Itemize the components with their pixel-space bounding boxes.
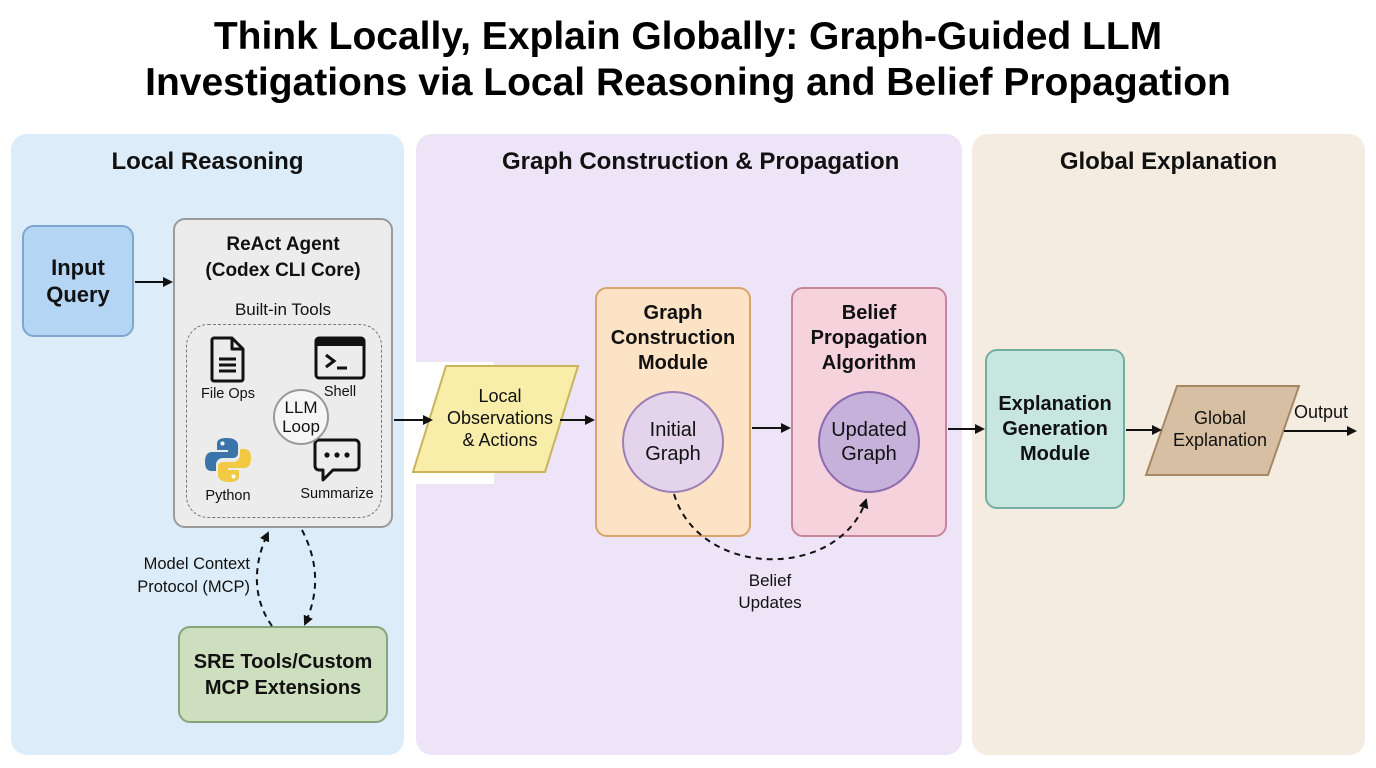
local-observations-shape <box>411 365 580 473</box>
global-explanation-label: Global Explanation <box>1150 407 1290 451</box>
graph-construction-module: Graph Construction Module Initial Graph <box>595 287 751 537</box>
input-query-box: Input Query <box>22 225 134 337</box>
graph-module-line-2: Construction <box>610 327 736 349</box>
tool-summarize-label: Summarize <box>300 486 374 502</box>
global-explanation-line-1: Global <box>1193 408 1247 428</box>
initial-graph-line-1: Initial <box>649 419 697 441</box>
updated-graph-line-2: Graph <box>841 443 897 465</box>
local-observations-line-1: Local <box>478 386 522 406</box>
input-query-line-1: Input <box>51 255 105 280</box>
tool-shell: Shell <box>305 335 375 400</box>
terminal-icon <box>314 336 366 380</box>
arrow-mcp-down <box>301 529 317 626</box>
belief-updates-line-2: Updates <box>738 593 802 612</box>
file-document-icon <box>210 336 245 383</box>
explanation-generation-module: Explanation Generation Module <box>985 349 1125 509</box>
tool-file-ops-label: File Ops <box>201 386 255 402</box>
mcp-label-line-2: Protocol (MCP) <box>137 578 250 596</box>
explain-module-line-1: Explanation <box>998 392 1112 415</box>
local-observations-line-3: & Actions <box>462 430 538 450</box>
builtin-tools-group: File Ops Shell Python <box>186 324 382 518</box>
builtin-tools-label: Built-in Tools <box>234 300 332 319</box>
tool-python: Python <box>193 435 263 504</box>
sre-tools-box: SRE Tools/Custom MCP Extensions <box>178 626 388 723</box>
title-line-1: Think Locally, Explain Globally: Graph-G… <box>213 15 1163 58</box>
llm-loop-line-1: LLM <box>284 398 318 417</box>
explain-module-line-2: Generation <box>1002 417 1108 440</box>
local-observations-line-2: Observations <box>446 408 554 428</box>
belief-updates-line-1: Belief <box>748 571 792 590</box>
graph-module-title: Graph Construction Module <box>597 301 749 376</box>
local-reasoning-title: Local Reasoning <box>111 148 304 175</box>
react-agent-title: ReAct Agent (Codex CLI Core) <box>175 232 391 284</box>
mcp-label-line-1: Model Context <box>143 555 250 573</box>
tool-shell-label: Shell <box>323 384 357 400</box>
belief-updates-label: Belief Updates <box>720 570 820 614</box>
mcp-label: Model Context Protocol (MCP) <box>100 553 250 599</box>
global-explanation-shape <box>1144 385 1301 476</box>
graph-module-line-1: Graph <box>643 302 703 324</box>
belief-module-line-2: Propagation <box>810 327 928 349</box>
sre-tools-line-1: SRE Tools/Custom <box>193 650 373 673</box>
belief-module-title: Belief Propagation Algorithm <box>793 301 945 376</box>
arrow-belief-updates <box>673 493 869 561</box>
arrow-mcp-up <box>255 531 273 627</box>
python-logo-icon <box>205 438 251 482</box>
output-label: Output <box>1294 402 1349 422</box>
title-line-2: Investigations via Local Reasoning and B… <box>145 61 1231 104</box>
graph-construction-title: Graph Construction & Propagation <box>502 148 900 175</box>
react-agent-line-2: (Codex CLI Core) <box>205 260 361 281</box>
global-explanation-title: Global Explanation <box>1059 148 1278 175</box>
updated-graph-line-1: Updated <box>831 419 907 441</box>
global-explanation-line-2: Explanation <box>1172 430 1268 450</box>
tool-file-ops: File Ops <box>193 335 263 402</box>
tool-python-label: Python <box>205 488 251 504</box>
llm-loop-line-2: Loop <box>282 417 320 436</box>
updated-graph-node: Updated Graph <box>818 391 920 493</box>
belief-propagation-module: Belief Propagation Algorithm Updated Gra… <box>791 287 947 537</box>
react-agent-box: ReAct Agent (Codex CLI Core) Built-in To… <box>173 218 393 528</box>
tool-summarize: Summarize <box>289 437 385 502</box>
sre-tools-line-2: MCP Extensions <box>204 676 362 699</box>
diagram-title: Think Locally, Explain Globally: Graph-G… <box>0 14 1376 106</box>
input-query-line-2: Query <box>46 282 110 307</box>
initial-graph-line-2: Graph <box>645 443 701 465</box>
local-observations-label: Local Observations & Actions <box>420 385 580 451</box>
belief-module-line-1: Belief <box>841 302 897 324</box>
explain-module-line-3: Module <box>1019 442 1090 465</box>
chat-bubble-icon <box>313 438 361 482</box>
belief-module-line-3: Algorithm <box>821 352 917 374</box>
initial-graph-node: Initial Graph <box>622 391 724 493</box>
graph-module-line-3: Module <box>638 352 708 374</box>
react-agent-line-1: ReAct Agent <box>226 234 340 255</box>
llm-loop-circle: LLM Loop <box>273 389 329 445</box>
